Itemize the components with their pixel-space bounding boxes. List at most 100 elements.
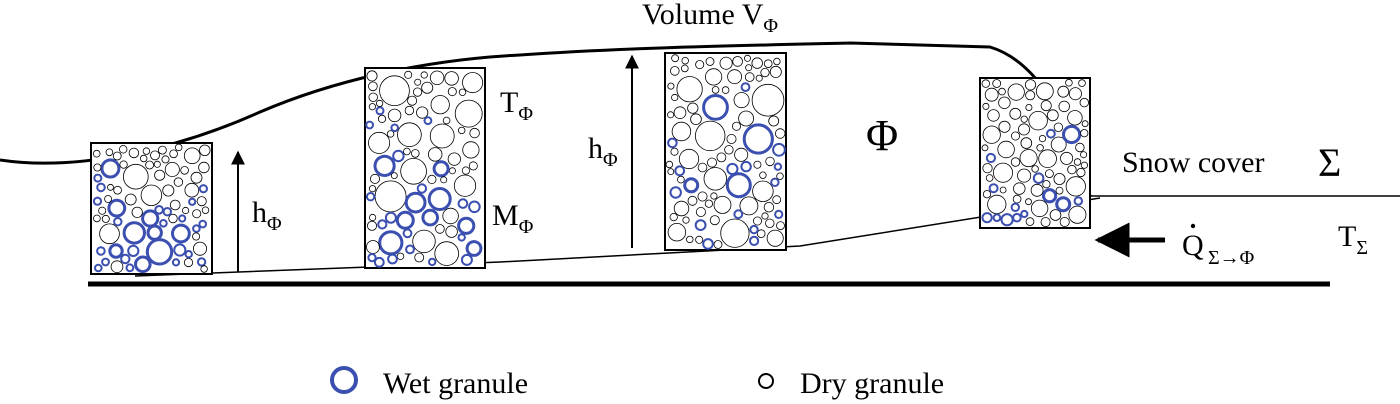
dry-granule — [104, 195, 112, 203]
dry-granule — [368, 185, 377, 193]
dry-granule — [377, 114, 387, 124]
wet-granule — [154, 205, 164, 215]
wet-granule — [100, 158, 121, 179]
dry-granule — [678, 148, 700, 170]
dry-granule — [687, 195, 698, 206]
wet-granule — [92, 196, 103, 206]
wet-granule — [416, 183, 428, 194]
dry-granule — [669, 213, 678, 222]
dry-granule — [139, 154, 148, 163]
wet-granule — [134, 255, 152, 274]
dry-granule — [732, 121, 742, 131]
dry-granule — [687, 102, 699, 114]
dry-granule — [704, 68, 723, 86]
wet-granule — [159, 219, 168, 228]
dry-granule — [671, 121, 692, 142]
wet-granule — [427, 187, 452, 211]
dry-granule — [412, 87, 423, 97]
wet-granule — [428, 257, 437, 267]
mass-phi-label: MΦ — [492, 199, 534, 238]
wet-granule — [184, 250, 193, 259]
dry-granule — [1053, 172, 1066, 185]
dry-granule — [711, 86, 720, 94]
dry-granule — [397, 122, 422, 147]
wet-granule — [113, 217, 123, 227]
dry-granule — [375, 99, 384, 108]
dry-granule — [1035, 82, 1054, 101]
dry-granule — [1028, 110, 1048, 131]
dry-granule — [703, 167, 728, 191]
wet-granule — [367, 253, 377, 263]
dry-granule — [1081, 120, 1089, 128]
heat-flux-label: Q Σ→Φ — [1182, 223, 1255, 269]
dry-granule — [1060, 151, 1074, 165]
dry-granule — [1067, 110, 1083, 126]
dry-granule — [93, 163, 102, 172]
dry-granule — [1076, 167, 1086, 178]
dry-granule — [173, 177, 184, 187]
dry-granule — [1053, 122, 1064, 133]
dry-granule — [744, 54, 752, 62]
dry-granule — [199, 144, 211, 157]
dry-granule — [1010, 157, 1021, 167]
dry-granule — [161, 155, 170, 164]
dry-granule — [756, 229, 766, 239]
dry-granule — [174, 143, 183, 152]
dry-granule — [727, 69, 742, 85]
dry-granule — [400, 158, 427, 185]
dry-granule — [368, 81, 378, 92]
wet-granule — [96, 182, 106, 193]
dry-granule — [412, 229, 436, 254]
dry-granule — [982, 163, 993, 174]
wet-granule — [198, 184, 208, 194]
wet-granule — [1055, 196, 1072, 213]
dry-granule — [198, 161, 210, 174]
dry-granule — [1025, 198, 1032, 206]
wet-granule-legend-label: Wet granule — [383, 367, 528, 400]
dry-granule — [140, 184, 163, 207]
dry-granule — [420, 71, 428, 79]
dry-granule — [726, 133, 737, 144]
dry-granule — [92, 149, 101, 158]
dry-granule — [366, 70, 378, 82]
wet-granule — [365, 192, 376, 202]
wet-granule — [192, 224, 201, 233]
dry-granule — [669, 66, 680, 76]
dry-granule — [119, 160, 128, 169]
wet-granule — [387, 253, 398, 265]
wet-granule — [674, 165, 686, 177]
dry-granule — [1042, 180, 1051, 189]
dry-granule — [404, 70, 413, 79]
dry-granule — [667, 222, 687, 242]
dry-granule — [447, 87, 457, 97]
dry-granule — [1068, 205, 1087, 224]
dry-granule — [1031, 165, 1039, 173]
dry-granule — [379, 75, 410, 106]
wet-granule — [390, 123, 400, 133]
dry-granule — [462, 141, 480, 159]
dry-granule — [192, 232, 201, 241]
dry-granule — [772, 195, 782, 205]
wet-granule — [1010, 202, 1020, 213]
wet-granule — [122, 221, 147, 245]
dry-granule — [766, 229, 784, 247]
dry-granule — [705, 57, 715, 66]
dry-granule — [1058, 100, 1070, 113]
dry-granule — [677, 175, 685, 184]
dry-granule — [368, 103, 376, 111]
dry-granule — [99, 223, 120, 245]
wet-granule — [373, 154, 396, 177]
dry-granule — [720, 218, 750, 248]
wet-granule — [740, 160, 752, 173]
dry-granule — [998, 120, 1011, 133]
dry-granule — [368, 131, 391, 154]
dry-granule — [192, 209, 202, 219]
dry-granule — [1065, 78, 1073, 87]
dry-granule — [985, 174, 994, 182]
dry-granule — [196, 196, 207, 207]
dry-granule — [763, 59, 773, 68]
wet-granule — [992, 213, 1002, 222]
dry-granule — [453, 174, 477, 197]
dry-granule — [671, 93, 679, 102]
dry-granule — [123, 163, 149, 190]
